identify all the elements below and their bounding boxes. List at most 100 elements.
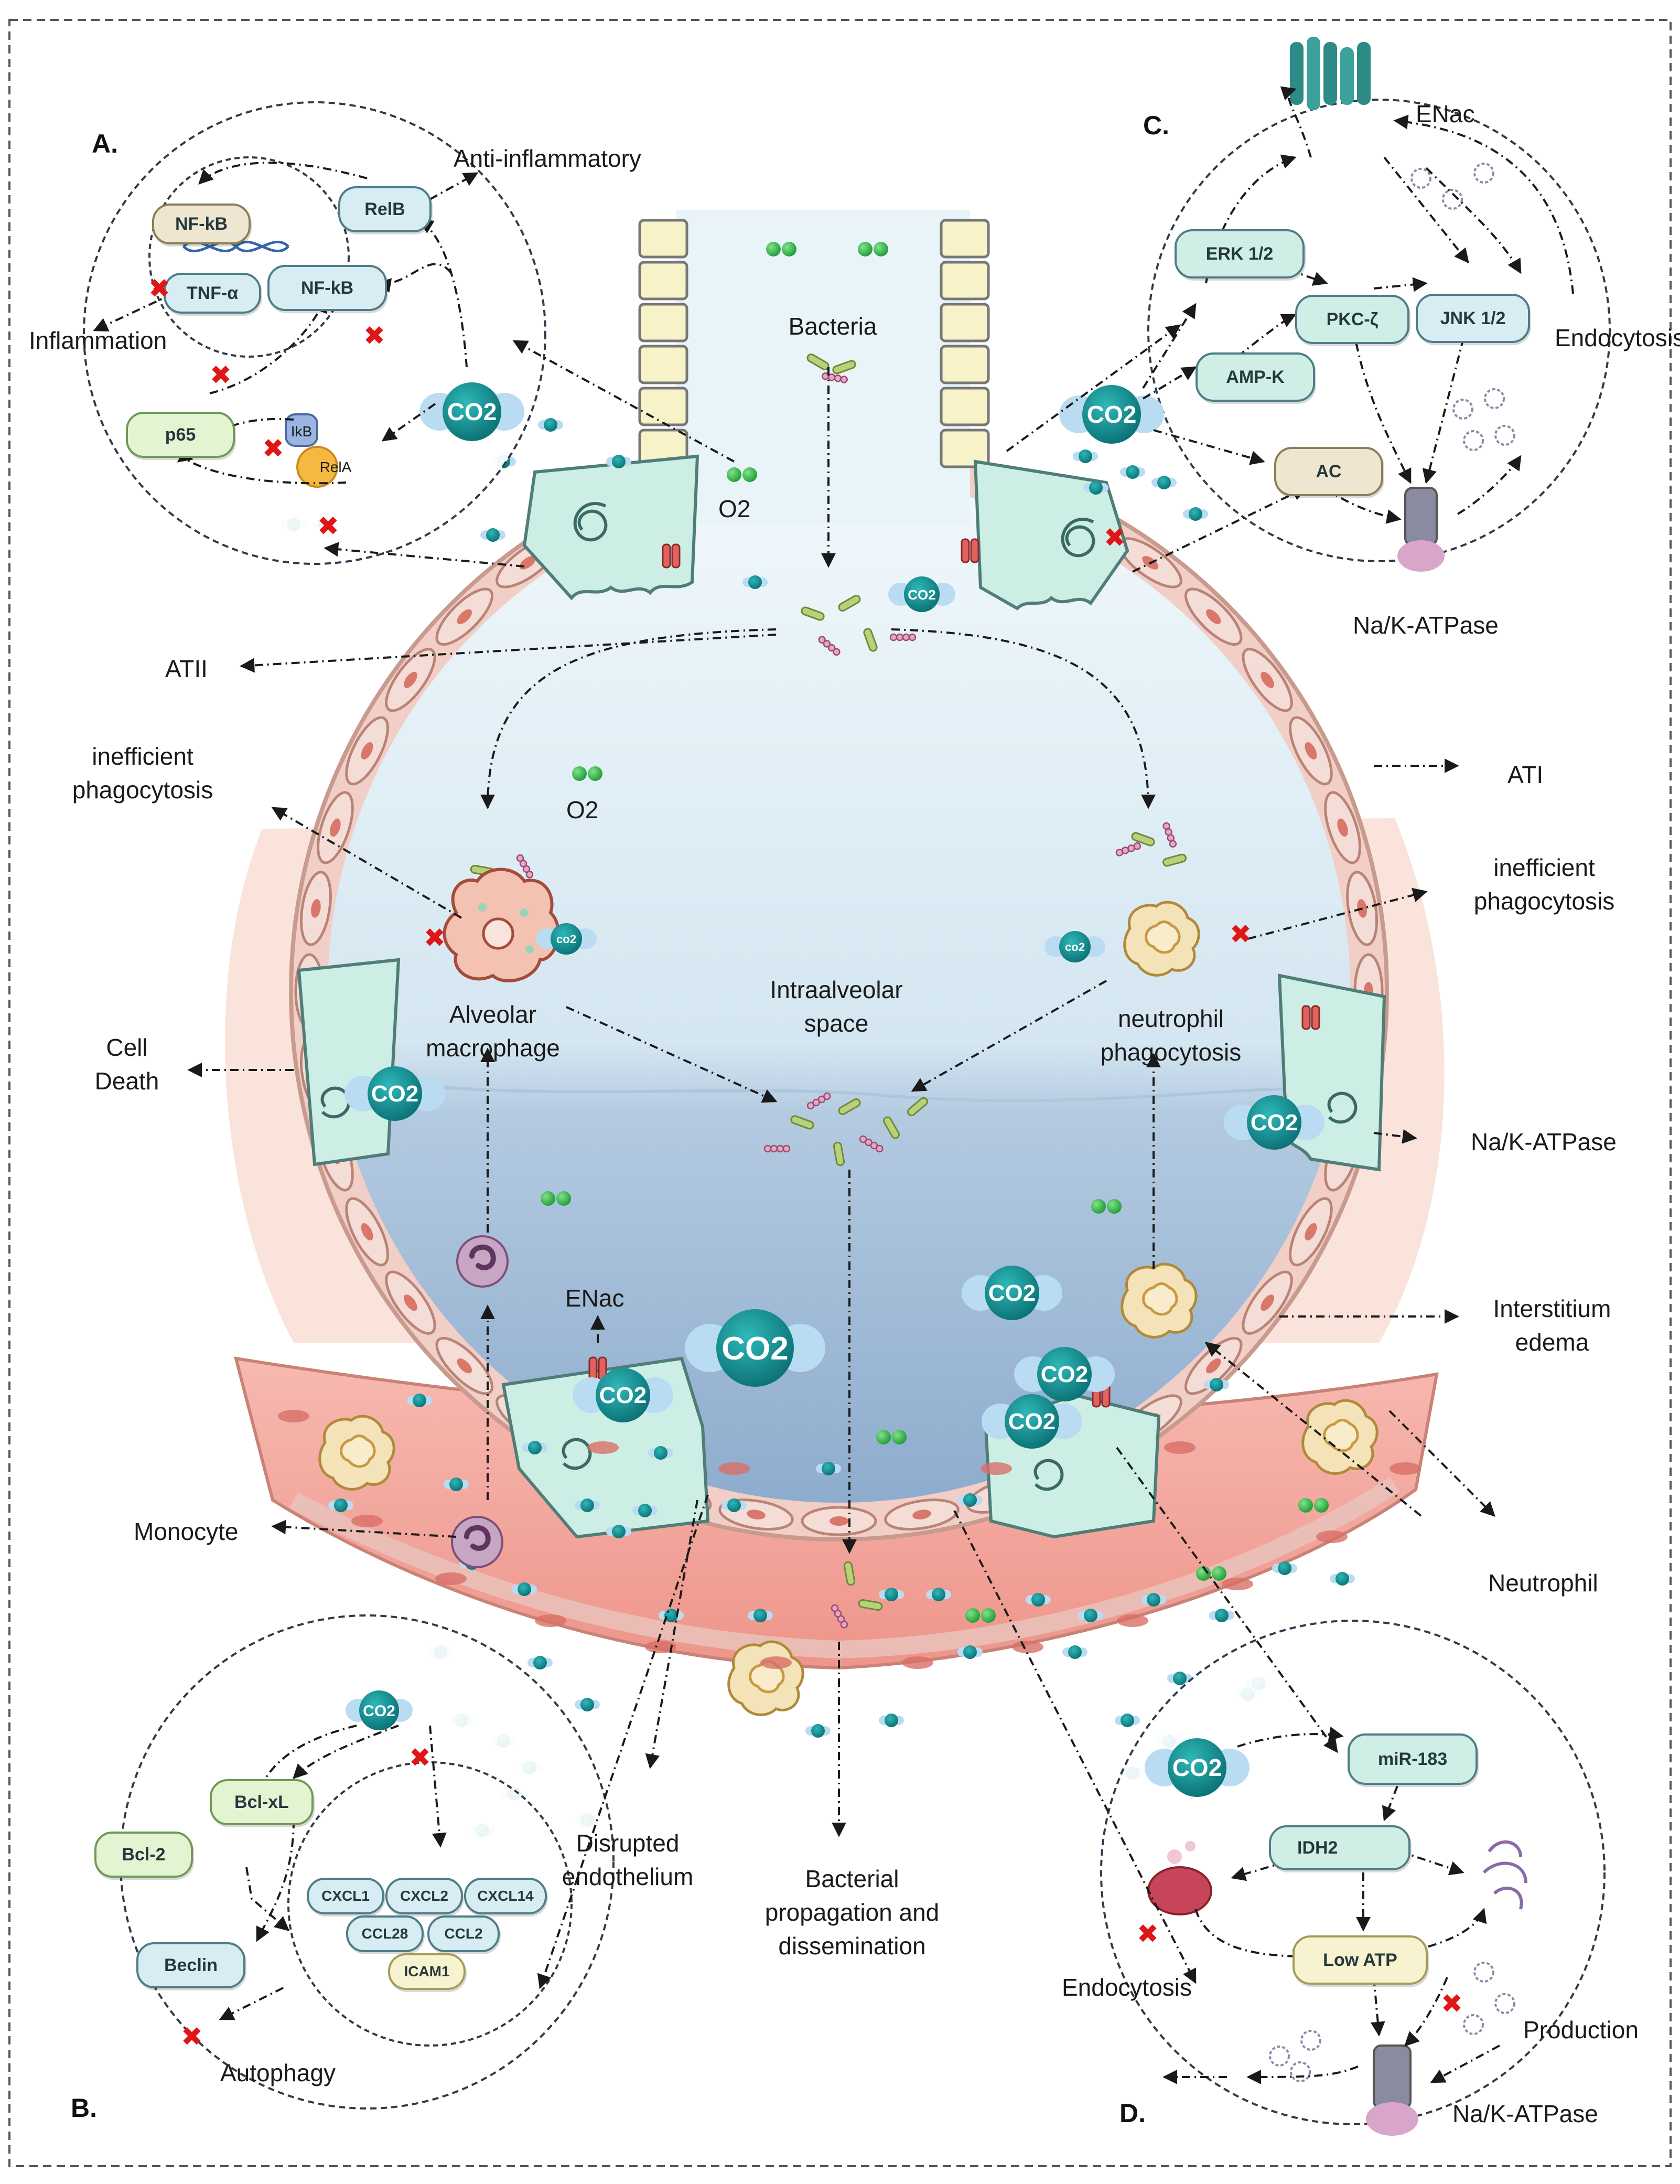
endothelial-nucleus [902, 1656, 933, 1669]
cell-nucleus [1337, 818, 1348, 837]
pill-cxcl14: CXCL14 [464, 1878, 547, 1914]
label-endocytosis-c: Endocytosis [1555, 324, 1680, 351]
co2-molecule [527, 1656, 553, 1669]
label-cell-death: Cell Death [94, 1034, 159, 1095]
cell-nucleus [1305, 1223, 1317, 1241]
co2-molecule [805, 1724, 831, 1738]
pill-ccl2: CCL2 [427, 1915, 500, 1952]
label-disrupted-endothelium: Disrupted endothelium [562, 1829, 694, 1890]
figure-frame [8, 19, 1672, 2167]
pill-ac: AC [1274, 447, 1383, 496]
co2-molecule [1120, 465, 1145, 479]
cell-nucleus [457, 1358, 472, 1374]
pill-erk: ERK 1/2 [1175, 229, 1305, 279]
pill-ampk: AMP-K [1196, 352, 1315, 402]
cell-nucleus [912, 1509, 931, 1519]
cell-nucleus [361, 1223, 373, 1241]
endothelial-nucleus [760, 1656, 792, 1669]
svg-text:CO2: CO2 [988, 1280, 1036, 1306]
label-inflammation: Inflammation [29, 327, 167, 354]
cell-nucleus [330, 818, 341, 837]
panel-d-circle [1100, 1620, 1606, 2125]
inhibition-icon: ✖ [148, 273, 170, 304]
endothelial-nucleus [1222, 1578, 1253, 1590]
alveolar-lumen [328, 480, 1350, 1503]
arrows [93, 86, 1574, 2084]
cell-nucleus [1305, 742, 1317, 760]
co2-molecule [879, 1714, 904, 1727]
label-production: Production [1523, 2016, 1639, 2043]
svg-text:CO2: CO2 [908, 587, 935, 603]
svg-text:CO2: CO2 [1087, 401, 1137, 428]
label-na-k-atpase-d: Na/K-ATPase [1452, 2100, 1598, 2127]
endothelial-nucleus [1012, 1641, 1043, 1653]
endothelial-nucleus [1164, 1441, 1196, 1454]
svg-text:CO2: CO2 [599, 1383, 647, 1408]
pill-p65: p65 [126, 412, 235, 458]
inhibition-icon: ✖ [1104, 522, 1126, 553]
inhibition-icon: ✖ [409, 1742, 431, 1773]
label-atii: ATII [165, 655, 208, 682]
svg-text:CO2: CO2 [1008, 1409, 1056, 1434]
pill-idh2: IDH2 [1269, 1825, 1410, 1870]
label-o2-top: O2 [718, 495, 751, 522]
pill-cxcl1: CXCL1 [307, 1878, 384, 1914]
co2-molecule [1209, 1609, 1234, 1622]
panel-b-label: B. [71, 2093, 97, 2123]
label-autophagy: Autophagy [220, 2059, 336, 2086]
cell-nucleus [1261, 1294, 1274, 1311]
pill-pkc: PKC-ζ [1295, 295, 1409, 344]
cell-nucleus [311, 899, 321, 918]
svg-text:co2: co2 [556, 933, 576, 946]
atii-cell-left [297, 958, 401, 1166]
label-inefficient-phagocytosis-left: inefficient phagocytosis [72, 743, 213, 804]
cell-nucleus [404, 1294, 417, 1311]
vesicles-c [1410, 163, 1515, 451]
na-k-atpase-icon-d [1366, 2044, 1418, 2136]
co2-molecule [538, 418, 563, 432]
atii-cell-top-right [961, 459, 1129, 611]
svg-text:CO2: CO2 [1251, 1110, 1298, 1136]
enac-icon [1290, 37, 1371, 110]
label-ati: ATI [1507, 761, 1544, 788]
pill-beclin: Beclin [136, 1942, 245, 1988]
cell-nucleus [747, 1509, 766, 1519]
endothelial-nucleus [435, 1572, 467, 1585]
pill-nfkb-top: NF-kB [152, 204, 251, 244]
inhibition-icon: ✖ [210, 360, 232, 390]
pill-icam1: ICAM1 [388, 1953, 466, 1990]
inhibition-icon: ✖ [181, 2021, 203, 2052]
airway-cells-right [940, 219, 990, 468]
cell-nucleus [457, 609, 472, 625]
co2-molecule [1330, 1572, 1355, 1586]
panel-d-label: D. [1119, 2099, 1146, 2128]
co2-molecule [480, 528, 505, 542]
svg-text:IkB: IkB [291, 423, 312, 440]
label-inefficient-phagocytosis-right: inefficient phagocytosis [1473, 854, 1615, 915]
co2-molecule [575, 1698, 600, 1711]
inhibition-icon: ✖ [424, 923, 446, 953]
cell-nucleus [361, 742, 373, 760]
endothelial-nucleus [278, 1410, 309, 1422]
pill-mir183: miR-183 [1348, 1733, 1478, 1785]
panel-c-label: C. [1143, 111, 1169, 140]
svg-text:CO2: CO2 [721, 1331, 788, 1367]
panel-b-circle [120, 1614, 615, 2110]
co2-molecule [1073, 449, 1098, 463]
na-k-atpase-icon-c [1397, 487, 1445, 572]
label-enac-c: ENac [1416, 100, 1475, 127]
pill-ccl28: CCL28 [346, 1915, 424, 1952]
co2-large: CO2 co2 co2 CO2 CO2 CO2 CO2 CO2 CO2 CO2 [344, 576, 1324, 1449]
ikb-rela-icon: IkB RelA [285, 413, 352, 488]
pill-bcl2: Bcl-2 [94, 1832, 193, 1878]
inhibition-icon: ✖ [363, 320, 385, 351]
inhibition-icon: ✖ [262, 433, 284, 464]
label-bacterial-propagation: Bacterial propagation and dissemination [764, 1865, 940, 1960]
label-neutrophil: Neutrophil [1488, 1569, 1598, 1597]
co2-molecule [1151, 476, 1177, 489]
inhibition-icon: ✖ [1230, 919, 1252, 949]
endothelial-nucleus [645, 1641, 676, 1653]
label-endocytosis-d: Endocytosis [1062, 1974, 1192, 2001]
label-interstitium-edema: Interstitium edema [1493, 1295, 1611, 1356]
